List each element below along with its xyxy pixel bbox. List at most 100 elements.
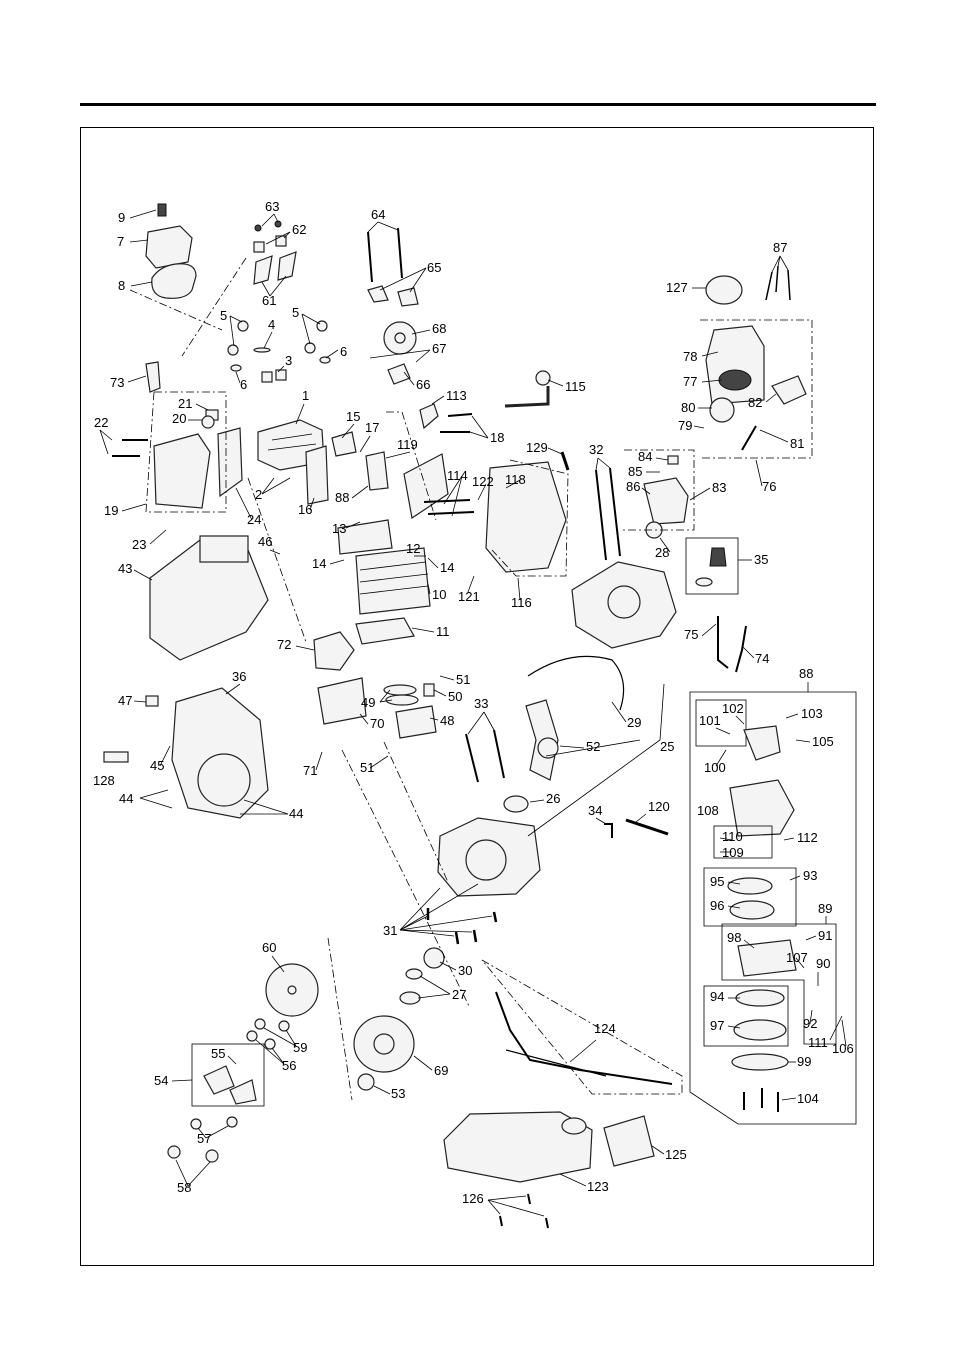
carb-insulator-88 <box>365 451 389 491</box>
diagram-frame <box>80 127 874 1266</box>
cover-7-shape <box>145 225 193 269</box>
pulley-80 <box>709 397 735 423</box>
part-number-label: 55 <box>211 1046 225 1061</box>
part-number-label: 44 <box>289 806 303 821</box>
part-number-label: 125 <box>665 1147 687 1162</box>
part-number-label: 72 <box>277 637 291 652</box>
part-number-label: 68 <box>432 321 446 336</box>
part-number-label: 47 <box>118 693 132 708</box>
part-number-label: 79 <box>678 418 692 433</box>
part-number-label: 52 <box>586 739 600 754</box>
starter-housing-78 <box>705 325 765 405</box>
part-number-label: 81 <box>790 436 804 451</box>
part-number-label: 54 <box>154 1073 168 1088</box>
part-number-label: 104 <box>797 1091 819 1106</box>
part-number-label: 11 <box>436 624 450 639</box>
part-number-label: 88 <box>335 490 349 505</box>
part-number-label: 6 <box>340 344 347 359</box>
part-drawings <box>103 203 857 1229</box>
part-number-label: 119 <box>397 437 418 452</box>
air-cleaner-116 <box>485 461 567 573</box>
reel-77 <box>718 369 752 391</box>
part-number-label: 5 <box>292 305 299 320</box>
part-number-label: 76 <box>762 479 776 494</box>
sensor-35 <box>709 547 727 567</box>
tappet-65a <box>367 285 389 303</box>
part-number-label: 89 <box>818 901 832 916</box>
part-number-label: 21 <box>178 396 192 411</box>
pivot-62a <box>253 241 265 253</box>
bracket-66 <box>387 363 411 385</box>
part-number-label: 7 <box>117 234 124 249</box>
part-number-label: 128 <box>93 773 115 788</box>
filter-118 <box>403 453 449 520</box>
part-number-label: 71 <box>303 763 317 778</box>
part-number-label: 102 <box>722 701 744 716</box>
part-number-label: 109 <box>722 845 744 860</box>
cylinder-10 <box>355 547 431 615</box>
part-number-label: 14 <box>440 560 454 575</box>
part-number-label: 110 <box>722 829 743 844</box>
part-number-label: 14 <box>312 556 326 571</box>
part-number-label: 99 <box>797 1054 811 1069</box>
part-number-label: 101 <box>699 713 721 728</box>
ignition-72 <box>313 631 355 671</box>
pivot-62b <box>275 235 287 247</box>
part-number-label: 19 <box>104 503 118 518</box>
part-number-label: 6 <box>240 377 247 392</box>
part-number-label: 115 <box>565 379 586 394</box>
part-number-label: 82 <box>748 395 762 410</box>
bearing-26 <box>503 795 529 813</box>
part-number-label: 105 <box>812 734 834 749</box>
part-number-label: 96 <box>710 898 724 913</box>
handle-82 <box>771 375 807 405</box>
part-number-label: 43 <box>118 561 132 576</box>
part-number-label: 33 <box>474 696 488 711</box>
assembly-lines <box>129 257 813 1101</box>
part-number-label: 77 <box>683 374 697 389</box>
part-number-label: 112 <box>797 830 818 845</box>
ignition-coil-70 <box>317 677 367 725</box>
part-number-label: 83 <box>712 480 726 495</box>
part-number-label: 80 <box>681 400 695 415</box>
part-number-label: 44 <box>119 791 133 806</box>
part-number-label: 46 <box>258 534 272 549</box>
part-number-label: 103 <box>801 706 823 721</box>
fuel-cap-125 <box>603 1115 655 1167</box>
part-number-label: 64 <box>371 207 385 222</box>
part-number-label: 88 <box>799 666 813 681</box>
part-number-label: 95 <box>710 874 724 889</box>
part-number-label: 12 <box>406 541 420 556</box>
tappet-65b <box>397 287 419 307</box>
part-number-label: 16 <box>298 502 312 517</box>
part-number-label: 13 <box>332 521 346 536</box>
part-number-label: 22 <box>94 415 108 430</box>
part-number-label: 5 <box>220 308 227 323</box>
part-number-label: 32 <box>589 442 603 457</box>
part-number-label: 56 <box>282 1058 296 1073</box>
part-number-label: 49 <box>361 695 375 710</box>
part-number-label: 20 <box>172 411 186 426</box>
part-number-label: 86 <box>626 479 640 494</box>
part-number-label: 62 <box>292 222 306 237</box>
part-number-label: 58 <box>177 1180 191 1195</box>
part-number-label: 53 <box>391 1086 405 1101</box>
part-number-label: 67 <box>432 341 446 356</box>
part-number-label: 31 <box>383 923 397 938</box>
part-number-label: 8 <box>118 278 125 293</box>
part-number-label: 61 <box>262 293 276 308</box>
part-number-label: 114 <box>447 468 468 483</box>
part-number-label: 30 <box>458 963 472 978</box>
disc-127 <box>705 275 743 305</box>
part-number-label: 4 <box>268 317 275 332</box>
part-number-label: 123 <box>587 1179 609 1194</box>
nut-63b <box>274 220 282 228</box>
part-number-label: 3 <box>285 353 292 368</box>
part-number-label: 28 <box>655 545 669 560</box>
part-number-label: 92 <box>803 1016 817 1031</box>
tool-115 <box>504 386 550 408</box>
part-number-label: 25 <box>660 739 674 754</box>
nut-63a <box>254 224 262 232</box>
